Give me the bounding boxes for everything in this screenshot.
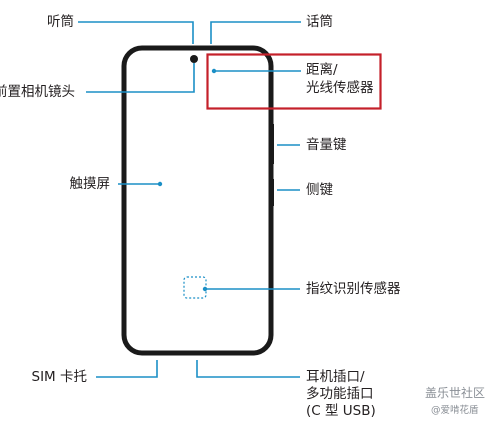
fingerprint-sensor-area [183, 276, 207, 299]
label-front-camera: 前置相机镜头 [0, 84, 75, 100]
earpiece-slot [187, 46, 211, 49]
volume-key-button [269, 124, 274, 164]
label-proximity-line2: 光线传感器 [306, 80, 374, 96]
phone-body-outline [121, 45, 274, 356]
watermark-community: 盖乐世社区 [425, 386, 486, 400]
watermark-author: @爱啃花盾 [431, 405, 479, 416]
microphone-leader [210, 21, 301, 44]
label-sim-tray: SIM 卡托 [31, 369, 88, 385]
earphone-jack-leader [196, 360, 300, 378]
touchscreen-leader-dot [157, 181, 163, 187]
proximity-sensor-leader-dot [211, 68, 217, 74]
fingerprint-leader-dot [202, 286, 208, 292]
label-earpiece: 听筒 [47, 14, 74, 30]
label-volume-key: 音量键 [306, 137, 347, 153]
front-camera-leader [86, 63, 195, 93]
label-earphone-line2: 多功能插口 [306, 386, 374, 402]
label-earphone-line1: 耳机插口/ [306, 369, 365, 385]
label-touchscreen: 触摸屏 [69, 176, 111, 192]
label-side-key: 侧键 [306, 182, 333, 198]
side-key-button [269, 179, 274, 206]
label-earphone-line3: (C 型 USB) [306, 403, 376, 419]
label-fingerprint-sensor: 指纹识别传感器 [306, 281, 401, 297]
label-proximity-line1: 距离/ [306, 62, 338, 78]
front-camera-lens [190, 55, 198, 63]
sim-tray-leader [96, 360, 158, 378]
proximity-highlight-box [206, 53, 382, 110]
earpiece-leader [78, 21, 194, 44]
label-microphone: 话筒 [306, 14, 333, 30]
